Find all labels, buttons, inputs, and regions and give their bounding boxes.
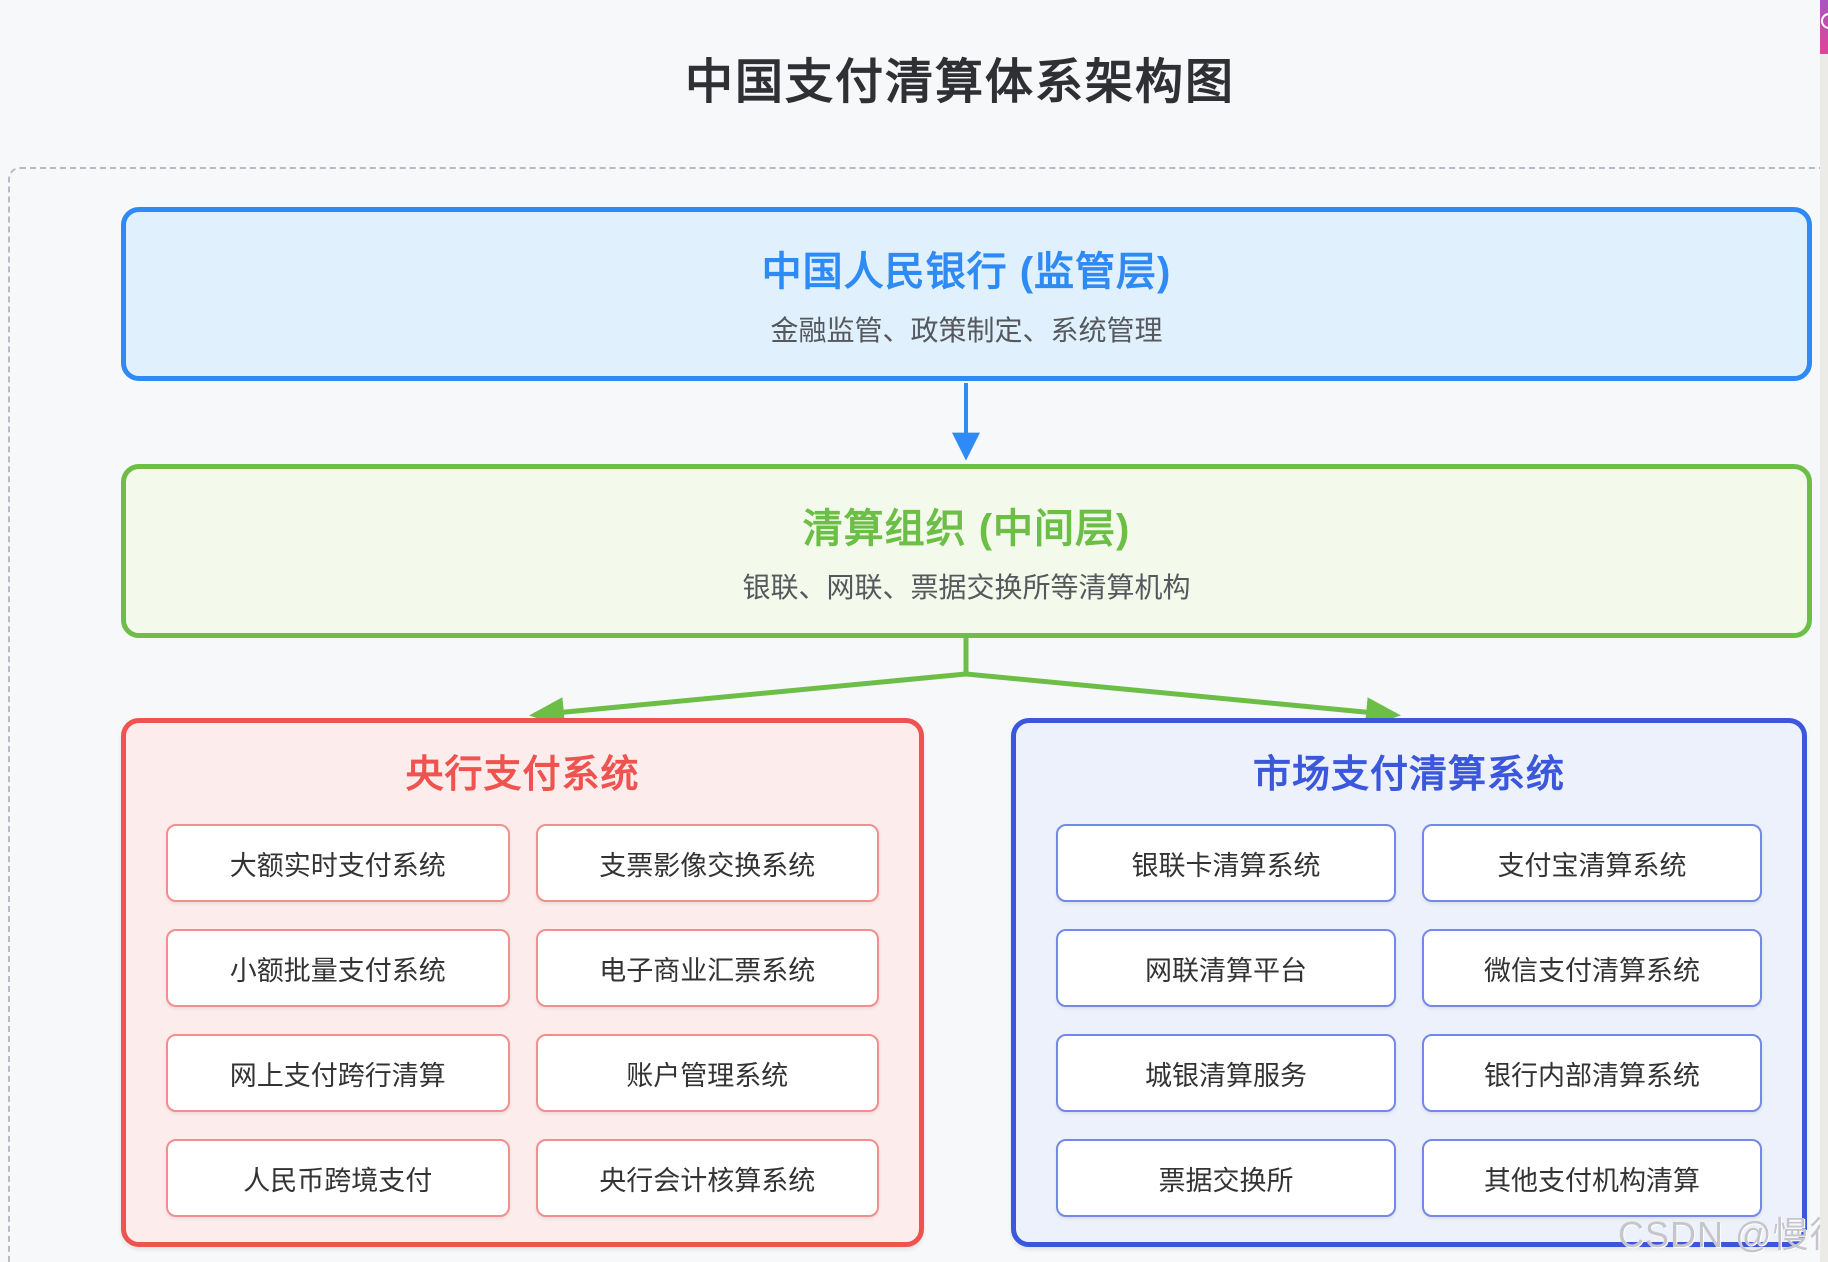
node-regulator-layer: 中国人民银行 (监管层) 金融监管、政策制定、系统管理 bbox=[121, 207, 1812, 381]
scrollbar-track[interactable] bbox=[1820, 0, 1828, 1262]
sub-system-node: 人民币跨境支付 bbox=[166, 1139, 510, 1217]
arrow-clearing-to-market bbox=[965, 671, 1401, 728]
clearing-layer-title: 清算组织 (中间层) bbox=[802, 507, 1131, 551]
sub-system-node: 支付宝清算系统 bbox=[1422, 824, 1762, 902]
node-clearing-layer: 清算组织 (中间层) 银联、网联、票据交换所等清算机构 bbox=[121, 464, 1812, 638]
sub-system-node: 微信支付清算系统 bbox=[1422, 929, 1762, 1007]
sub-system-node: 其他支付机构清算 bbox=[1422, 1139, 1762, 1217]
sub-system-node: 票据交换所 bbox=[1056, 1139, 1396, 1217]
pboc-node-grid: 大额实时支付系统支票影像交换系统小额批量支付系统电子商业汇票系统网上支付跨行清算… bbox=[126, 798, 919, 1217]
sub-system-node: 小额批量支付系统 bbox=[166, 929, 510, 1007]
page-title: 中国支付清算体系架构图 bbox=[684, 56, 1235, 109]
regulator-layer-title: 中国人民银行 (监管层) bbox=[761, 250, 1172, 294]
sub-system-node: 银行内部清算系统 bbox=[1422, 1034, 1762, 1112]
section-pboc-title: 央行支付系统 bbox=[405, 754, 640, 796]
section-market-clearing-systems: 市场支付清算系统 银联卡清算系统支付宝清算系统网联清算平台微信支付清算系统城银清… bbox=[1011, 718, 1807, 1247]
csdn-watermark: CSDN @慢德 bbox=[1618, 1214, 1828, 1255]
sub-system-node: 支票影像交换系统 bbox=[535, 824, 879, 902]
sub-system-node: 网联清算平台 bbox=[1056, 929, 1396, 1007]
sub-system-node: 电子商业汇票系统 bbox=[535, 929, 879, 1007]
sub-system-node: 网上支付跨行清算 bbox=[166, 1034, 510, 1112]
floating-button-fragment-icon[interactable] bbox=[1820, 0, 1828, 54]
diagram-container: 中国人民银行 (监管层) 金融监管、政策制定、系统管理 清算组织 (中间层) 银… bbox=[8, 167, 1828, 1262]
section-pboc-payment-systems: 央行支付系统 大额实时支付系统支票影像交换系统小额批量支付系统电子商业汇票系统网… bbox=[121, 718, 924, 1247]
sub-system-node: 账户管理系统 bbox=[535, 1034, 879, 1112]
regulator-layer-subtitle: 金融监管、政策制定、系统管理 bbox=[770, 315, 1163, 346]
sub-system-node: 央行会计核算系统 bbox=[535, 1139, 879, 1217]
floating-button-ring-icon bbox=[1821, 13, 1828, 29]
sub-system-node: 大额实时支付系统 bbox=[166, 824, 510, 902]
sub-system-node: 银联卡清算系统 bbox=[1056, 824, 1396, 902]
arrow-clearing-to-pboc bbox=[529, 671, 967, 728]
sub-system-node: 城银清算服务 bbox=[1056, 1034, 1396, 1112]
clearing-layer-subtitle: 银联、网联、票据交换所等清算机构 bbox=[742, 572, 1191, 603]
section-market-title: 市场支付清算系统 bbox=[1252, 754, 1565, 796]
market-node-grid: 银联卡清算系统支付宝清算系统网联清算平台微信支付清算系统城银清算服务银行内部清算… bbox=[1016, 798, 1802, 1217]
